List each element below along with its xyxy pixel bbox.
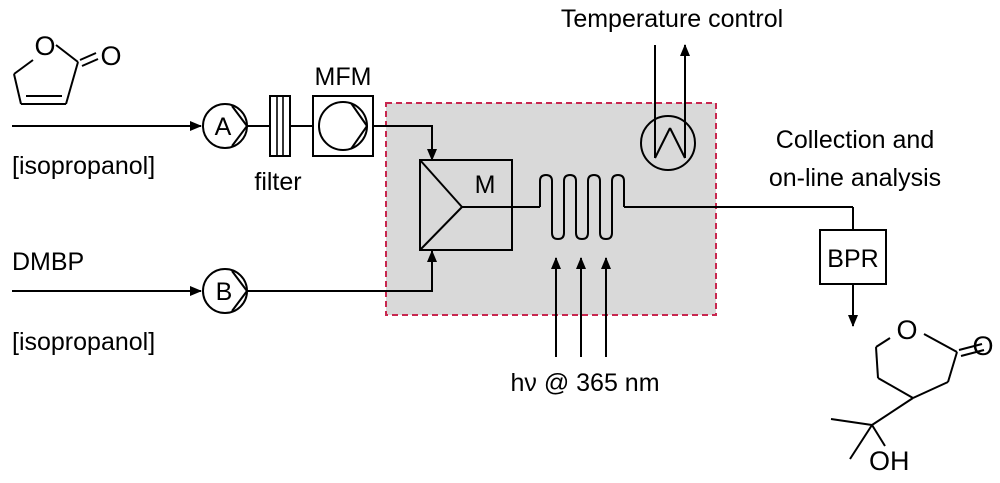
pump-b: B bbox=[202, 268, 248, 314]
mass-flow-meter bbox=[312, 95, 374, 157]
product-hydroxyl: OH bbox=[869, 446, 910, 476]
uv-light-arrows bbox=[551, 257, 611, 357]
pump-a-label: A bbox=[215, 113, 232, 141]
bpr-label: BPR bbox=[827, 245, 878, 273]
back-pressure-regulator: BPR bbox=[819, 229, 887, 285]
feed-a-solvent-label: [isopropanol] bbox=[12, 152, 155, 180]
product-carbonyl-oxygen: O bbox=[972, 331, 993, 361]
product-ring-oxygen: O bbox=[896, 315, 917, 345]
reactant-ring-oxygen: O bbox=[34, 31, 55, 61]
mixer-label: M bbox=[475, 171, 496, 199]
feed-a-to-mixer-line bbox=[373, 125, 437, 161]
temperature-control-label: Temperature control bbox=[561, 5, 783, 33]
light-source-label: hν @ 365 nm bbox=[510, 369, 659, 397]
reactant-furanone: O O bbox=[13, 31, 122, 105]
feed-b-solvent-label: [isopropanol] bbox=[12, 328, 155, 356]
pump-b-label: B bbox=[216, 278, 233, 306]
collection-label-line1: Collection and bbox=[776, 126, 934, 154]
reactant-carbonyl-oxygen: O bbox=[100, 41, 121, 71]
heat-exchanger bbox=[640, 44, 696, 171]
pump-a: A bbox=[202, 103, 248, 149]
dmbp-label: DMBP bbox=[12, 248, 84, 276]
product-lactone: O O OH bbox=[830, 315, 994, 476]
filter bbox=[269, 95, 291, 157]
collection-label-line2: on-line analysis bbox=[769, 164, 941, 192]
feed-b-to-mixer-line bbox=[247, 250, 437, 292]
coil-reactor bbox=[512, 173, 853, 241]
filter-label: filter bbox=[254, 168, 301, 196]
mixer: M bbox=[419, 159, 513, 251]
mfm-label: MFM bbox=[315, 63, 372, 91]
